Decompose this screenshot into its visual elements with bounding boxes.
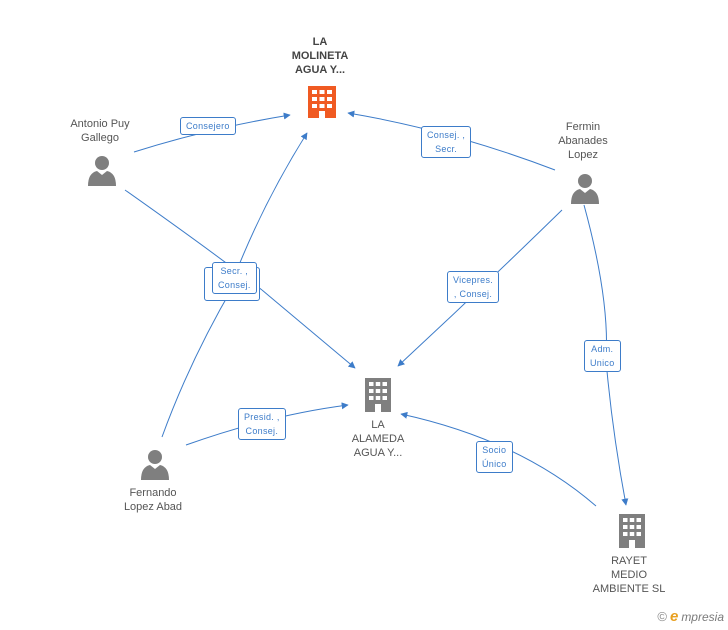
node-label-la-molineta[interactable]: LA MOLINETA AGUA Y... <box>291 36 349 76</box>
node-label-fermin[interactable]: Fermin Abanades Lopez <box>558 121 608 161</box>
edge-fernando-secr <box>161 284 235 438</box>
node-label-la-alameda[interactable]: LA ALAMEDA AGUA Y... <box>351 419 405 459</box>
brand-logo-initial: e <box>669 608 679 625</box>
edge-fernando-molineta <box>236 132 308 271</box>
edge-label-consej-secr[interactable]: Consej. , Secr. <box>421 126 472 158</box>
edge-label-consejero[interactable]: Consejero <box>180 117 236 135</box>
brand-name: mpresia <box>681 609 724 624</box>
person-icon-fernando[interactable] <box>141 450 169 480</box>
node-label-rayet[interactable]: RAYET MEDIO AMBIENTE SL <box>592 555 666 595</box>
building-icon-la-alameda[interactable] <box>365 378 391 412</box>
person-icon-fermin[interactable] <box>571 174 599 204</box>
node-label-antonio[interactable]: Antonio Puy Gallego <box>70 118 130 144</box>
person-icon-antonio[interactable] <box>88 156 116 186</box>
building-icon-la-molineta[interactable] <box>308 86 336 118</box>
edge-label-socio[interactable]: Socio Único <box>476 441 513 473</box>
building-icon-rayet[interactable] <box>619 514 645 548</box>
edge-label-secr-consej[interactable]: Secr. , Consej. <box>212 262 257 294</box>
edge-label-adm-unico[interactable]: Adm. Unico <box>584 340 621 372</box>
edge-label-vicepres[interactable]: Vicepres. , Consej. <box>447 271 500 303</box>
copyright-symbol: © <box>657 609 667 624</box>
edge-secr-alameda <box>261 289 356 369</box>
node-label-fernando[interactable]: Fernando Lopez Abad <box>123 487 183 513</box>
edge-label-presid[interactable]: Presid. , Consej. <box>238 408 286 440</box>
